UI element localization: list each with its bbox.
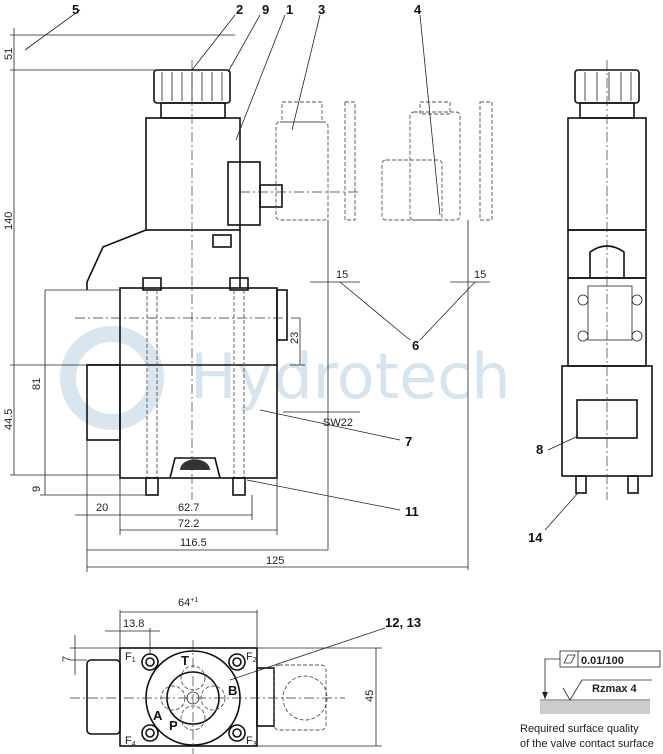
- bottom-dimensions: [70, 610, 382, 747]
- callout-4: 4: [414, 2, 422, 17]
- dim-sw22: SW22: [323, 417, 353, 429]
- flatness-icon: [563, 654, 576, 664]
- surface-note-line1: Required surface quality: [520, 723, 639, 735]
- dim-15-right: 15: [474, 269, 486, 281]
- dim-116-5: 116.5: [180, 537, 207, 549]
- dim-15-left: 15: [336, 269, 348, 281]
- callout-5: 5: [72, 2, 79, 17]
- callout-6: 6: [412, 338, 419, 353]
- watermark: Hydrotech: [60, 326, 511, 430]
- dim-140: 140: [3, 212, 15, 230]
- dim-51: 51: [3, 48, 15, 60]
- callout-14: 14: [528, 530, 543, 545]
- callout-2: 2: [236, 2, 243, 17]
- dim-62-7: 62.7: [178, 502, 199, 514]
- port-A: A: [153, 708, 163, 723]
- port-T: T: [181, 653, 189, 668]
- bottom-view: [70, 627, 386, 754]
- callout-7: 7: [405, 434, 412, 449]
- bottom-view-labels: T B A P F1 F2 F3 F4: [125, 651, 257, 748]
- bottom-dimension-labels: 64+1 13.8 7 45: [61, 597, 376, 702]
- dim-64: 64+1: [178, 597, 198, 609]
- surface-note-line2: of the valve contact surface: [520, 738, 654, 750]
- flatness-value: 0.01/100: [581, 655, 624, 667]
- surface-hatch: [540, 701, 650, 714]
- callout-1: 1: [286, 2, 293, 17]
- watermark-logo-icon: [60, 326, 164, 430]
- front-dimension-labels: 51 140 81 44.5 9 23 SW22 15 15 20 62.7 7…: [3, 48, 486, 567]
- watermark-text: Hydrotech: [190, 340, 511, 413]
- port-F3: F3: [246, 735, 257, 748]
- front-view: [75, 60, 493, 500]
- port-F4: F4: [125, 735, 136, 748]
- dim-13-8: 13.8: [123, 618, 144, 630]
- dim-44-5: 44.5: [3, 409, 15, 430]
- front-dimensions: [10, 9, 490, 572]
- dim-81: 81: [31, 378, 43, 390]
- callout-8: 8: [536, 442, 543, 457]
- dim-45: 45: [364, 690, 376, 702]
- dim-125: 125: [266, 555, 284, 567]
- callout-12-13: 12, 13: [385, 615, 421, 630]
- surface-quality-symbol: 0.01/100 Rzmax 4 Required surface qualit…: [520, 650, 661, 750]
- dim-20: 20: [96, 502, 108, 514]
- callout-11: 11: [405, 504, 419, 519]
- dim-9: 9: [31, 486, 43, 492]
- callout-3: 3: [318, 2, 325, 17]
- dim-7: 7: [61, 656, 73, 662]
- port-F1: F1: [125, 651, 136, 664]
- side-view: [544, 60, 653, 531]
- callout-9: 9: [262, 2, 269, 17]
- callouts: 5 2 9 1 3 4 6 7 11 8 14 12, 13: [72, 2, 543, 630]
- port-B: B: [228, 683, 237, 698]
- dim-23: 23: [289, 332, 301, 344]
- port-F2: F2: [246, 651, 257, 664]
- roughness-value: Rzmax 4: [592, 683, 638, 695]
- dim-72-2: 72.2: [178, 518, 199, 530]
- port-P: P: [169, 718, 178, 733]
